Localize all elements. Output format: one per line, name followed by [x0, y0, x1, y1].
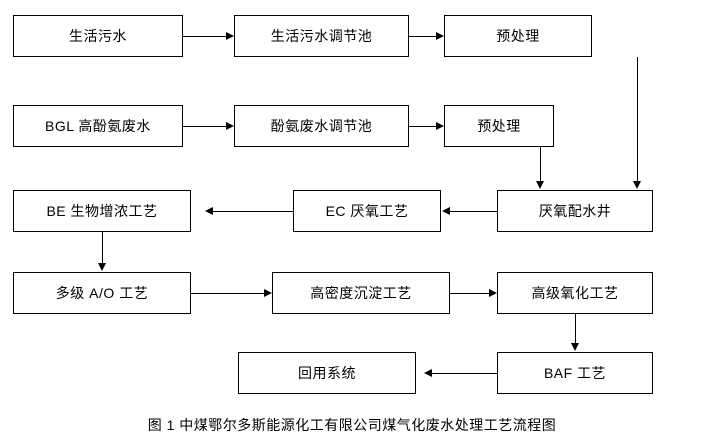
node-multistage-ao-process: 多级 A/O 工艺	[13, 272, 191, 314]
node-label: BE 生物增浓工艺	[46, 202, 158, 219]
arrowhead-n9-n8	[442, 207, 450, 215]
connector-n8-n7	[213, 211, 293, 212]
node-reuse-system: 回用系统	[238, 352, 416, 394]
node-phenol-ammonia-equalization-tank: 酚氨废水调节池	[234, 105, 409, 147]
node-label: 生活污水	[69, 27, 127, 44]
node-bgl-high-phenol-ammonia-wastewater: BGL 高酚氨废水	[13, 105, 183, 147]
connector-n1-n2	[183, 36, 227, 37]
connector-n12-n14	[575, 314, 576, 344]
node-pretreatment-2: 预处理	[444, 105, 554, 147]
arrowhead-n11-n12	[489, 289, 497, 297]
arrowhead-n1-n2	[226, 32, 234, 40]
node-be-bio-enrichment-process: BE 生物增浓工艺	[13, 190, 191, 232]
arrowhead-n14-n13	[424, 369, 432, 377]
connector-n5-n6	[409, 126, 437, 127]
connector-n3-n9	[637, 57, 638, 182]
arrowhead-n5-n6	[436, 122, 444, 130]
node-label: 多级 A/O 工艺	[55, 284, 149, 301]
connector-n14-n13	[432, 373, 497, 374]
node-baf-process: BAF 工艺	[497, 352, 653, 394]
node-label: 预处理	[496, 27, 540, 44]
arrowhead-n12-n14	[571, 343, 579, 351]
node-label: BGL 高酚氨废水	[45, 117, 151, 134]
arrowhead-n6-n9	[536, 181, 544, 189]
arrowhead-n10-n11	[264, 289, 272, 297]
node-domestic-sewage: 生活污水	[13, 15, 183, 57]
figure-caption: 图 1 中煤鄂尔多斯能源化工有限公司煤气化废水处理工艺流程图	[147, 417, 557, 433]
node-label: BAF 工艺	[543, 364, 607, 381]
connector-n4-n5	[183, 126, 227, 127]
arrowhead-n7-n10	[98, 263, 106, 271]
node-domestic-sewage-equalization-tank: 生活污水调节池	[234, 15, 409, 57]
connector-n10-n11	[191, 293, 264, 294]
connector-n9-n8	[450, 211, 497, 212]
node-label: 高密度沉淀工艺	[310, 284, 412, 301]
node-label: 酚氨废水调节池	[270, 117, 373, 134]
node-pretreatment-1: 预处理	[444, 15, 592, 57]
arrowhead-n8-n7	[205, 207, 213, 215]
arrowhead-n4-n5	[226, 122, 234, 130]
node-label: 回用系统	[298, 364, 356, 381]
node-high-density-sedimentation-process: 高密度沉淀工艺	[272, 272, 450, 314]
node-label: EC 厌氧工艺	[325, 202, 409, 219]
connector-n2-n3	[409, 36, 437, 37]
node-label: 高级氧化工艺	[531, 284, 619, 301]
arrowhead-n3-n9	[633, 181, 641, 189]
node-anaerobic-water-distribution-well: 厌氧配水井	[497, 190, 653, 232]
arrowhead-n2-n3	[436, 32, 444, 40]
node-advanced-oxidation-process: 高级氧化工艺	[497, 272, 653, 314]
connector-n7-n10	[102, 232, 103, 264]
node-ec-anaerobic-process: EC 厌氧工艺	[293, 190, 441, 232]
node-label: 厌氧配水井	[538, 202, 612, 219]
connector-n6-n9	[540, 147, 541, 182]
node-label: 生活污水调节池	[270, 27, 373, 44]
connector-n11-n12	[450, 293, 489, 294]
node-label: 预处理	[477, 117, 521, 134]
